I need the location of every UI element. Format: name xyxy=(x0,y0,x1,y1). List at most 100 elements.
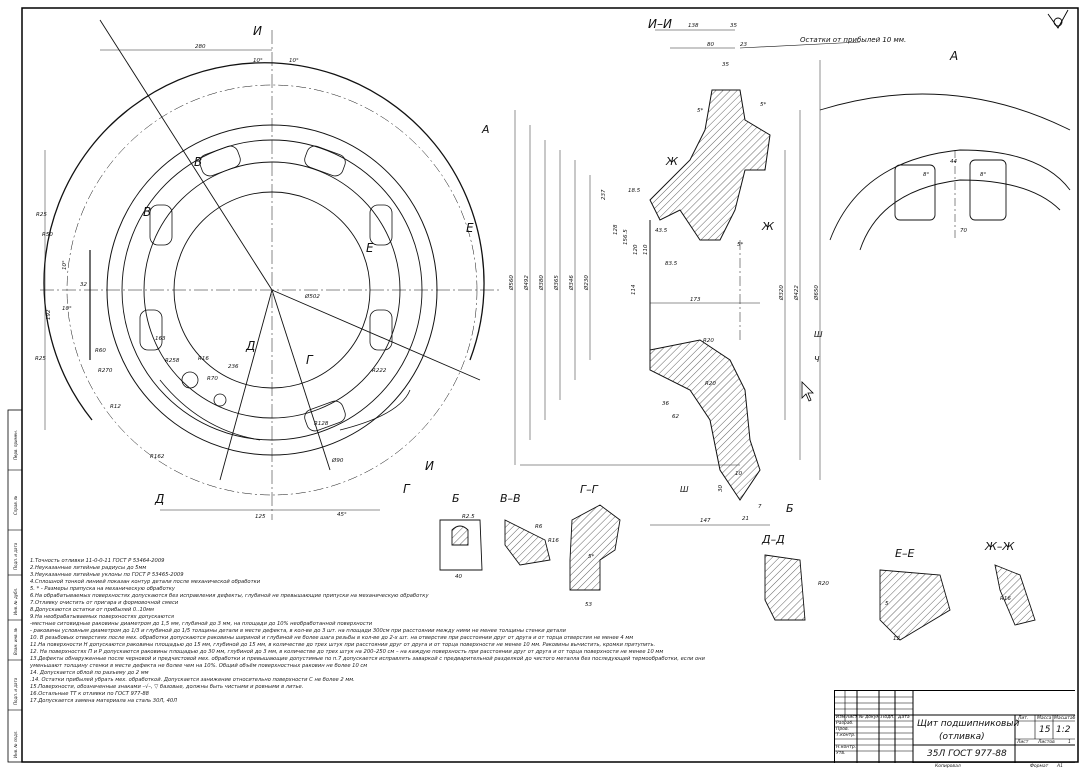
dimension: 40 xyxy=(455,574,462,580)
note: - раковины условным диаметром до 1/3 и г… xyxy=(30,628,566,634)
title-block-row-label: Т.контр. xyxy=(836,733,856,738)
side-stamp-label: Подп. и дата xyxy=(13,542,18,570)
note: 15.Поверхности, обозначенные знаками –√–… xyxy=(30,684,304,690)
dimension: 10° xyxy=(62,260,68,270)
note: 3.Неуказанные литейные уклоны по ГОСТ Р … xyxy=(30,572,184,578)
note: 1.Точность отливки 11-0-0-11 ГОСТ Р 5346… xyxy=(30,558,165,564)
dimension: Ø502 xyxy=(304,293,320,300)
section-marker-i-top: И xyxy=(253,24,262,38)
dimension: R16 xyxy=(1000,596,1011,602)
dimension: Ø320 xyxy=(778,285,785,301)
dimension: 45° xyxy=(337,512,347,518)
section-ii-dimension-lines xyxy=(514,29,821,526)
dimension: 43.5 xyxy=(655,228,668,234)
dimension: Ø90 xyxy=(331,457,344,464)
note: -местные ситовидные раковины диаметром д… xyxy=(30,621,373,627)
title-block-grid xyxy=(835,691,1075,763)
dimension: 280 xyxy=(195,44,206,50)
dimension: Ø422 xyxy=(793,285,800,301)
dimension: 138 xyxy=(688,23,699,29)
note: .14. Остатки прибылей убрать мех. обрабо… xyxy=(30,677,355,683)
dimension: 110 xyxy=(643,244,649,255)
title-block-header: Лист xyxy=(1017,740,1029,745)
sheets-value: 1 xyxy=(1068,740,1071,745)
small-sections xyxy=(439,504,1036,641)
note: 12. На поверхностях П и Р допускаются ра… xyxy=(30,649,664,655)
title-block-header: Изм xyxy=(836,715,846,720)
mouse-cursor-icon xyxy=(801,381,814,402)
section-title-ee: Е–Е xyxy=(895,547,914,560)
dimension: 21 xyxy=(742,516,749,522)
dimension: R25 xyxy=(36,212,47,218)
title-block-row-label: Утв. xyxy=(836,751,846,756)
side-stamp-label: Перв. примен. xyxy=(13,430,18,460)
note: 16.Остальные ТТ к отливки по ГОСТ 977-88 xyxy=(30,691,149,697)
dimension: R25 xyxy=(35,356,46,362)
main-view-dimensions: 280 10° 10° R25 R50 R25 R60 R270 R12 R16… xyxy=(35,44,387,520)
dimension: R50 xyxy=(42,232,53,238)
main-view-dimension-lines xyxy=(44,49,380,511)
dimension: 125 xyxy=(255,514,266,520)
small-section-dimensions: R2.5 40 R6 R16 5* 53 R20 5 12 R16 xyxy=(455,514,1011,642)
dimension: R6 xyxy=(535,524,543,530)
dimension: 114 xyxy=(631,284,637,295)
section-marker-d: Д xyxy=(245,339,255,353)
dimension: 173 xyxy=(690,297,701,303)
title-block-header: Листов xyxy=(1038,740,1055,745)
title-block-row-label: Разраб. xyxy=(836,721,854,726)
view-marker-b: Б xyxy=(786,502,794,515)
dimension: R162 xyxy=(150,454,165,460)
dimension: 237 xyxy=(601,189,607,200)
title-block-header: Масса xyxy=(1037,716,1052,721)
dimension: 12 xyxy=(893,636,900,642)
note: 4.Сплошной тонкой линией показан контур … xyxy=(30,579,261,585)
surface-marker-sh: Ш xyxy=(814,330,823,339)
section-title-zhzh: Ж–Ж xyxy=(984,540,1015,553)
dimension: 10° xyxy=(289,58,299,64)
dimension: Ø560 xyxy=(508,275,515,291)
dimension: 30 xyxy=(718,485,724,492)
side-stamp-label: Справ. № xyxy=(13,496,18,515)
dimension: 5* xyxy=(588,554,594,560)
scale-value: 1:2 xyxy=(1056,725,1071,735)
dimension: R12 xyxy=(110,404,121,410)
dimension: 236 xyxy=(228,364,239,370)
section-title-ii: И–И xyxy=(648,17,672,31)
note: 2.Неуказанные литейные радиусы до 5мм xyxy=(30,565,147,571)
title-block: Изм Лист № докум. Подп. Дата Разраб. Про… xyxy=(834,690,1075,769)
section-marker-zh-2: Ж xyxy=(761,220,775,233)
section-ii-markers: А Ж Ж Б Ш Ч Ш xyxy=(481,123,823,515)
small-section-titles: Б В–В Г–Г Д–Д Е–Е Ж–Ж xyxy=(452,483,1015,560)
dimension: 5* xyxy=(760,102,766,108)
section-marker-g: Г xyxy=(306,353,314,367)
view-marker-a: А xyxy=(481,123,490,136)
dimension: 80 xyxy=(707,42,714,48)
dimension: Ø650 xyxy=(813,285,820,301)
dimension: Ø365 xyxy=(553,275,560,291)
view-title-a: А xyxy=(949,49,958,63)
side-stamp-labels: Перв. примен. Справ. № Подп. и дата Инв.… xyxy=(13,430,18,758)
side-stamp-lines xyxy=(8,469,22,711)
technical-notes-part-2: -местные ситовидные раковины диаметром д… xyxy=(30,621,720,705)
title-block-header: Лит. xyxy=(1018,716,1029,721)
section-ii-dimensions: 138 80 35 23 35 5* 5* Ø560 Ø492 Ø380 Ø36… xyxy=(508,23,820,524)
dimension: 62 xyxy=(672,414,679,420)
material: 35Л ГОСТ 977-88 xyxy=(927,749,1007,759)
technical-notes-part-1: 1.Точность отливки 11-0-0-11 ГОСТ Р 5346… xyxy=(30,558,430,621)
dimension: 70 xyxy=(960,228,967,234)
dimension: R16 xyxy=(548,538,559,544)
dimension: R2.5 xyxy=(462,514,475,520)
side-stamp-label: Взам. инв. № xyxy=(13,628,18,655)
sheet-frame xyxy=(21,7,1079,763)
dimension: 8° xyxy=(923,172,929,178)
note: 9.На необрабатываемых поверхностях допус… xyxy=(30,614,174,620)
dimension: 83.5 xyxy=(665,261,678,267)
dimension: 32 xyxy=(80,282,87,288)
note: 5. * - Размеры припуска на механическую … xyxy=(30,586,176,592)
dimension: 5* xyxy=(697,108,703,114)
side-stamp-label: Инв. № подл. xyxy=(13,730,18,758)
dimension: R20 xyxy=(705,381,716,387)
note: 6.На обрабатываемых поверхностях допуска… xyxy=(30,593,429,599)
section-marker-e-2: Е xyxy=(466,221,474,235)
title-block-row-label: Н.контр. xyxy=(836,745,857,750)
